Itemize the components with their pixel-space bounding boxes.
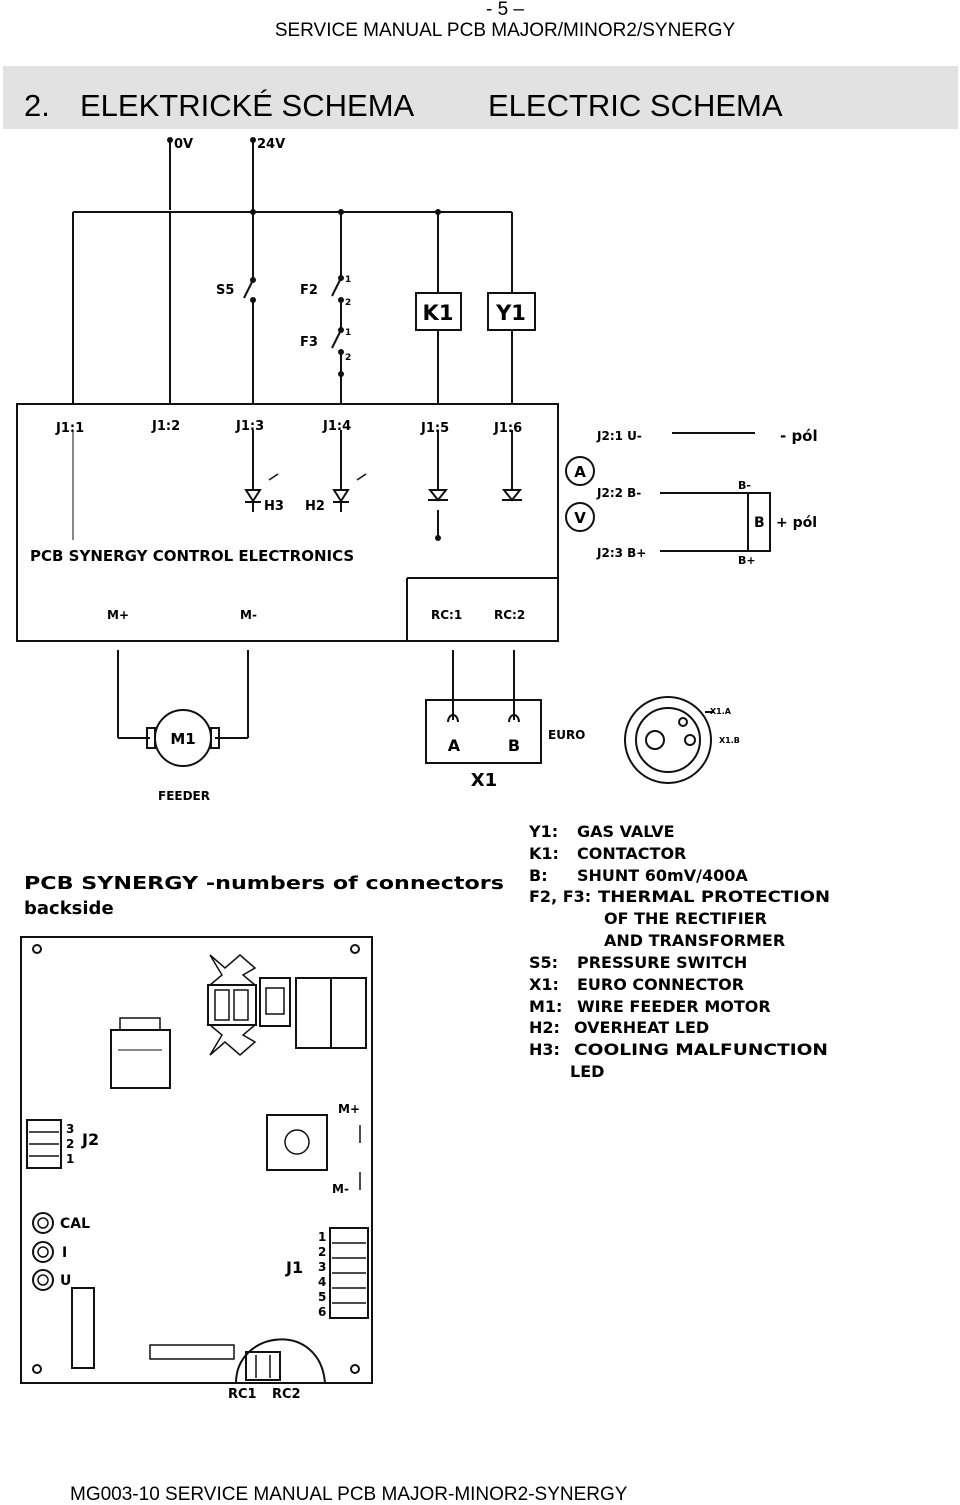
legend-text: WIRE FEEDER MOTOR	[577, 997, 771, 1016]
label-j1-4: J1:4	[322, 419, 351, 434]
label-f3-pin2: 2	[345, 353, 351, 363]
board-j2: J2	[81, 1130, 99, 1149]
legend: Y1: GAS VALVE K1: CONTACTOR B: SHUNT 60m…	[528, 822, 830, 1081]
legend-text: PRESSURE SWITCH	[577, 953, 747, 972]
label-x1: X1	[471, 770, 497, 791]
page-footer: MG003-10 SERVICE MANUAL PCB MAJOR-MINOR2…	[70, 1484, 628, 1505]
board-j2-pin1: 1	[66, 1152, 74, 1166]
legend-code: B:	[529, 866, 548, 885]
legend-text: AND TRANSFORMER	[604, 931, 785, 950]
label-j1-1: J1:1	[55, 421, 84, 436]
label-euro-a: A	[448, 736, 461, 755]
legend-text: EURO CONNECTOR	[577, 975, 744, 994]
board-cal: CAL	[60, 1216, 90, 1232]
board-m-minus: M-	[332, 1182, 349, 1196]
label-j1-2: J1:2	[151, 419, 180, 434]
label-y1: Y1	[495, 301, 526, 325]
legend-text: COOLING MALFUNCTION	[574, 1040, 828, 1059]
label-f2-pin1: 1	[345, 275, 351, 285]
label-rc2: RC:2	[494, 608, 525, 622]
legend-text: OF THE RECTIFIER	[604, 909, 767, 928]
board-j2-pin3: 3	[66, 1122, 74, 1136]
label-j2-2: J2:2 B-	[596, 486, 641, 500]
label-euro-b: B	[508, 736, 520, 755]
label-f2: F2	[300, 283, 318, 298]
label-motor: M1	[170, 730, 195, 748]
pcb-backside-drawing	[20, 936, 373, 1384]
document-title: SERVICE MANUAL PCB MAJOR/MINOR2/SYNERGY	[274, 20, 736, 41]
label-f3-pin1: 1	[345, 328, 351, 338]
section-title-czech: ELEKTRICKÉ SCHEMA	[80, 88, 415, 123]
label-plus-pole: + pól	[776, 515, 817, 531]
label-shunt-bplus: B+	[738, 554, 756, 567]
section-heading-bar	[3, 66, 958, 129]
legend-text: OVERHEAT LED	[574, 1018, 709, 1037]
legend-code: H3:	[529, 1040, 560, 1059]
label-x1b: X1.B	[719, 736, 740, 745]
label-x1a: X1.A	[710, 707, 732, 716]
label-24v: 24V	[257, 137, 285, 152]
board-rc2: RC2	[272, 1387, 301, 1402]
label-j1-3: J1:3	[235, 419, 264, 434]
section-number: 2.	[24, 88, 50, 123]
legend-text: LED	[570, 1062, 604, 1081]
board-m-plus: M+	[338, 1102, 360, 1116]
board-j1-pin: 2	[318, 1245, 326, 1259]
legend-text: CONTACTOR	[577, 844, 686, 863]
board-j1-pin: 4	[318, 1275, 326, 1289]
label-j1-5: J1:5	[420, 421, 449, 436]
board-rc1: RC1	[228, 1387, 257, 1402]
board-j1-pin: 5	[318, 1290, 326, 1304]
label-s5: S5	[216, 283, 234, 298]
legend-code: H2:	[529, 1018, 560, 1037]
board-u: U	[60, 1273, 71, 1289]
section-title-english: ELECTRIC SCHEMA	[488, 88, 783, 123]
label-j1-6: J1:6	[493, 421, 522, 436]
legend-code: Y1:	[528, 822, 558, 841]
board-i: I	[62, 1245, 67, 1261]
label-m-minus: M-	[240, 608, 257, 622]
board-j2-pin2: 2	[66, 1137, 74, 1151]
label-board-name: PCB SYNERGY CONTROL ELECTRONICS	[30, 547, 354, 565]
legend-code: X1:	[529, 975, 559, 994]
legend-code: M1:	[529, 997, 562, 1016]
board-j1-pin: 1	[318, 1230, 326, 1244]
label-f3: F3	[300, 335, 318, 350]
label-0v: 0V	[174, 137, 193, 152]
label-k1: K1	[423, 301, 454, 325]
board-j1: J1	[285, 1258, 303, 1277]
label-shunt-b: B	[754, 515, 765, 531]
label-rc1: RC:1	[431, 608, 462, 622]
page-number: - 5 –	[485, 0, 525, 20]
label-voltmeter: V	[574, 509, 586, 527]
label-m-plus: M+	[107, 608, 129, 622]
legend-text: GAS VALVE	[577, 822, 675, 841]
board-j1-pin: 6	[318, 1305, 326, 1319]
label-h3: H3	[264, 499, 284, 514]
label-feeder: FEEDER	[158, 789, 210, 803]
label-euro: EURO	[548, 728, 585, 742]
board-layout-subtitle: backside	[24, 898, 114, 919]
label-minus-pole: - pól	[780, 427, 818, 445]
board-j1-pin: 3	[318, 1260, 326, 1274]
board-layout-title: PCB SYNERGY -numbers of connectors	[24, 873, 504, 894]
label-j2-1: J2:1 U-	[596, 429, 642, 443]
label-h2: H2	[305, 499, 325, 514]
legend-code: S5:	[529, 953, 558, 972]
legend-text: SHUNT 60mV/400A	[577, 866, 748, 885]
label-f2-pin2: 2	[345, 298, 351, 308]
legend-code: K1:	[529, 844, 559, 863]
label-j2-3: J2:3 B+	[596, 546, 646, 560]
legend-text: THERMAL PROTECTION	[598, 887, 830, 906]
label-shunt-bminus: B-	[738, 479, 751, 492]
label-ammeter: A	[574, 463, 586, 481]
legend-code: F2, F3:	[529, 887, 591, 906]
